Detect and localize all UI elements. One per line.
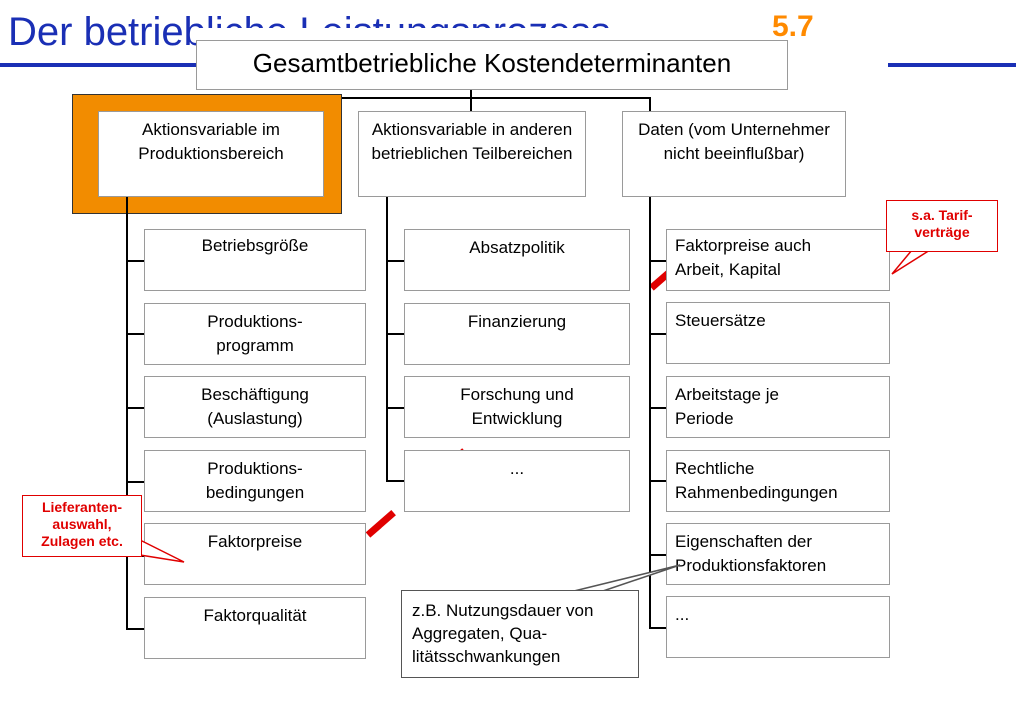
item-steuersaetze: Steuersätze [666,302,890,364]
category-teilbereiche: Aktionsvariable in anderen betrieblichen… [358,111,586,197]
item-weitere-daten: ... [666,596,890,658]
tick [126,407,144,409]
spine-col1 [126,197,128,629]
spine-col2 [386,197,388,481]
nutzung-pointer [569,564,681,593]
item-rechtliche-rahmenbedingungen: Rechtliche Rahmenbedingungen [666,450,890,512]
lieferanten-pointer [139,539,185,563]
tick [649,260,667,262]
item-betriebsgroesse: Betriebsgröße [144,229,366,291]
category-daten: Daten (vom Unternehmer nicht beeinflußba… [622,111,846,197]
callout-lieferanten: Lieferanten-auswahl, Zulagen etc. [22,495,142,557]
root-connector [470,90,472,98]
tarif-pointer [891,249,931,275]
callout-nutzungsdauer: z.B. Nutzungsdauer von Aggregaten, Qua-l… [401,590,639,678]
tick [386,333,404,335]
tick [649,627,667,629]
header-rule-right [888,63,1016,67]
item-weitere-teilbereiche: ... [404,450,630,512]
item-faktorpreise-daten: Faktorpreise auch Arbeit, Kapital [666,229,890,291]
item-forschung: Forschung und Entwicklung [404,376,630,438]
item-eigenschaften: Eigenschaften der Produktionsfaktoren [666,523,890,585]
tick [386,480,404,482]
item-finanzierung: Finanzierung [404,303,630,365]
top-horizontal-connector [210,97,650,99]
tick [649,407,667,409]
category-produktion: Aktionsvariable im Produktionsbereich [98,111,324,197]
item-faktorpreise: Faktorpreise [144,523,366,585]
tick [126,628,144,630]
tick [126,333,144,335]
slide-number: 5.7 [772,10,814,43]
tick [649,333,667,335]
connector-col3 [649,97,651,111]
connector-col2 [470,97,472,111]
tick [386,407,404,409]
item-faktorqualitaet: Faktorqualität [144,597,366,659]
callout-tarifvertraege: s.a. Tarif-verträge [886,200,998,252]
root-node: Gesamtbetriebliche Kostendeterminanten [196,40,788,90]
tick [126,481,144,483]
tick [126,260,144,262]
item-beschaeftigung: Beschäftigung (Auslastung) [144,376,366,438]
tick [386,260,404,262]
tick [649,480,667,482]
item-produktionsbedingungen: Produktions-bedingungen [144,450,366,512]
spine-col3 [649,197,651,629]
tick [649,554,667,556]
item-produktionsprogramm: Produktions-programm [144,303,366,365]
item-arbeitstage: Arbeitstage je Periode [666,376,890,438]
item-absatzpolitik: Absatzpolitik [404,229,630,291]
header-rule-left [0,63,196,67]
